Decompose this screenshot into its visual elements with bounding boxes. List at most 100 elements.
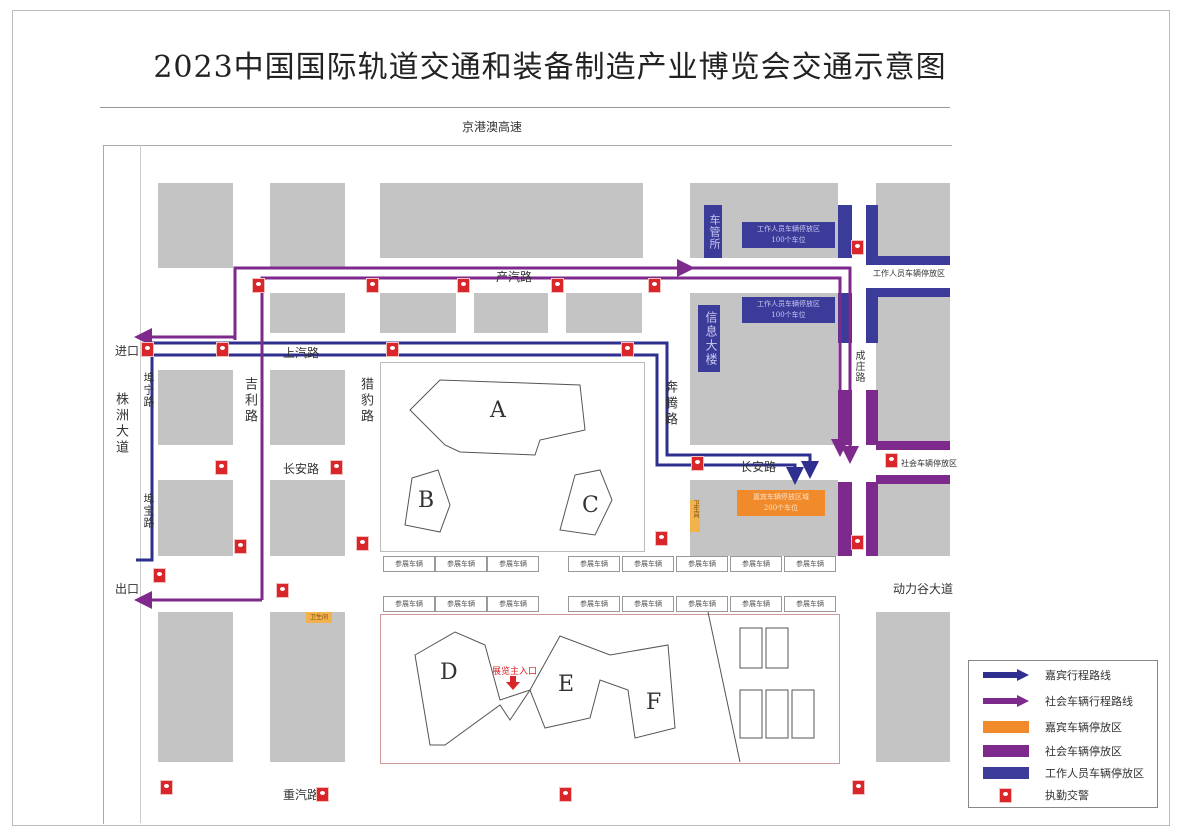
exhibition-area-north — [380, 362, 645, 552]
hall-e-outline — [529, 635, 676, 739]
exhibitor-parking-slot: 参展车辆 — [730, 556, 782, 572]
road-label-changan-east: 长安路 — [740, 460, 777, 474]
blue-arrow-icon — [983, 669, 1029, 681]
city-block — [474, 293, 548, 333]
traffic-police-icon — [330, 460, 343, 475]
exhibitor-parking-slot: 参展车辆 — [487, 596, 539, 612]
city-block — [876, 183, 950, 258]
hall-b-outline — [404, 469, 451, 533]
traffic-police-icon — [551, 278, 564, 293]
traffic-police-icon — [234, 539, 247, 554]
legend-label: 执勤交警 — [1045, 789, 1089, 802]
exhibitor-parking-slot: 参展车辆 — [622, 596, 674, 612]
guest-parking-label: 嘉宾车辆停放区域 — [753, 493, 809, 501]
traffic-police-icon — [655, 531, 668, 546]
staff-parking-area-1: 工作人员车辆停放区 100个车位 — [742, 222, 835, 248]
city-block — [270, 183, 345, 268]
entrance-label: 进口 — [115, 344, 140, 358]
public-parking — [866, 482, 878, 556]
city-block — [566, 293, 642, 333]
hall-f-label: F — [646, 690, 662, 715]
hall-c-label: C — [582, 493, 599, 518]
staff-parking — [866, 205, 878, 258]
legend-item: 社会车辆停放区 — [969, 743, 1122, 759]
staff-parking-label: 工作人员车辆停放区 — [757, 300, 820, 308]
traffic-police-icon — [160, 780, 173, 795]
divider-line — [707, 611, 741, 763]
staff-parking-area-2: 工作人员车辆停放区 100个车位 — [742, 297, 835, 323]
legend-item: 嘉宾车辆停放区 — [969, 719, 1122, 735]
traffic-police-icon — [316, 787, 329, 802]
road-label-zhongqi: 重汽路 — [283, 788, 320, 802]
city-block — [876, 484, 950, 556]
exhibitor-parking-slot: 参展车辆 — [568, 596, 620, 612]
staff-parking-side-label: 工作人员车辆停放区 — [873, 269, 945, 278]
public-parking-side-label: 社会车辆停放区 — [901, 459, 957, 468]
exhibitor-parking-slot: 参展车辆 — [784, 556, 836, 572]
traffic-police-icon — [141, 342, 154, 357]
parking-box — [791, 689, 815, 739]
traffic-police-icon — [648, 278, 661, 293]
traffic-police-icon — [276, 583, 289, 598]
legend-item: 社会车辆行程路线 — [969, 693, 1133, 709]
legend-label: 工作人员车辆停放区 — [1045, 767, 1144, 780]
exhibitor-parking-slot: 参展车辆 — [435, 596, 487, 612]
main-entrance-label: 展览主入口 — [492, 667, 538, 677]
road-label-zhuzhou: 株洲大道 — [113, 392, 128, 456]
hall-c-outline — [559, 469, 613, 536]
exhibitor-parking-slot: 参展车辆 — [676, 556, 728, 572]
map-title: 2023中国国际轨道交通和装备制造产业博览会交通示意图 — [153, 50, 947, 85]
traffic-police-icon — [621, 342, 634, 357]
traffic-police-icon — [691, 456, 704, 471]
exhibitor-parking-slot: 参展车辆 — [383, 596, 435, 612]
hall-b-label: B — [418, 488, 435, 513]
staff-parking — [866, 256, 950, 265]
city-block — [158, 612, 233, 762]
exhibitor-parking-slot: 参展车辆 — [676, 596, 728, 612]
city-block — [158, 183, 233, 268]
hall-a-outline — [409, 379, 586, 456]
guest-parking-count: 200个车位 — [763, 504, 799, 512]
road-label-bubao: 埠宝路 — [142, 493, 155, 529]
city-block — [270, 293, 345, 333]
legend: 嘉宾行程路线 社会车辆行程路线 嘉宾车辆停放区 社会车辆停放区 工作人员车辆停放… — [968, 660, 1158, 808]
toilet-label: 卫生间 — [690, 500, 700, 532]
parking-box — [739, 627, 763, 669]
city-block — [876, 296, 950, 441]
traffic-police-icon — [386, 342, 399, 357]
road-label-chanqi: 产汽路 — [496, 270, 533, 284]
road-label-jili: 吉利路 — [242, 377, 257, 425]
road-label-changan: 长安路 — [283, 462, 320, 476]
legend-item: 执勤交警 — [969, 787, 1089, 803]
public-route — [260, 276, 849, 600]
guest-route — [136, 355, 154, 562]
map-area — [103, 145, 952, 824]
traffic-police-icon — [215, 460, 228, 475]
road-label-benteng: 奔腾路 — [662, 380, 677, 428]
road-label-chengzhuang: 成庄路 — [853, 350, 864, 383]
traffic-police-icon — [216, 342, 229, 357]
purple-swatch-icon — [983, 745, 1029, 757]
hall-d-label: D — [440, 660, 458, 685]
staff-parking-count: 100个车位 — [771, 236, 806, 244]
city-block — [380, 293, 456, 333]
guest-route — [145, 341, 819, 479]
city-block — [270, 612, 345, 762]
hall-e-label: E — [558, 672, 575, 697]
staff-parking — [866, 293, 878, 343]
road-label-shangqi: 上汽路 — [283, 346, 320, 360]
public-route — [235, 266, 859, 464]
exhibitor-parking-slot: 参展车辆 — [784, 596, 836, 612]
traffic-police-icon — [851, 240, 864, 255]
legend-label: 社会车辆停放区 — [1045, 745, 1122, 758]
building-xinxi: 信息大楼 — [698, 305, 720, 372]
traffic-police-icon — [366, 278, 379, 293]
city-block — [158, 480, 233, 556]
hall-a-label: A — [490, 398, 506, 423]
city-block — [158, 370, 233, 445]
purple-arrow-icon — [983, 695, 1029, 707]
exhibitor-parking-slot: 参展车辆 — [730, 596, 782, 612]
main-entrance-arrow — [506, 676, 520, 690]
building-cheguansuo: 车管所 — [704, 205, 722, 258]
road-label-bunning: 埠宁路 — [142, 372, 155, 408]
